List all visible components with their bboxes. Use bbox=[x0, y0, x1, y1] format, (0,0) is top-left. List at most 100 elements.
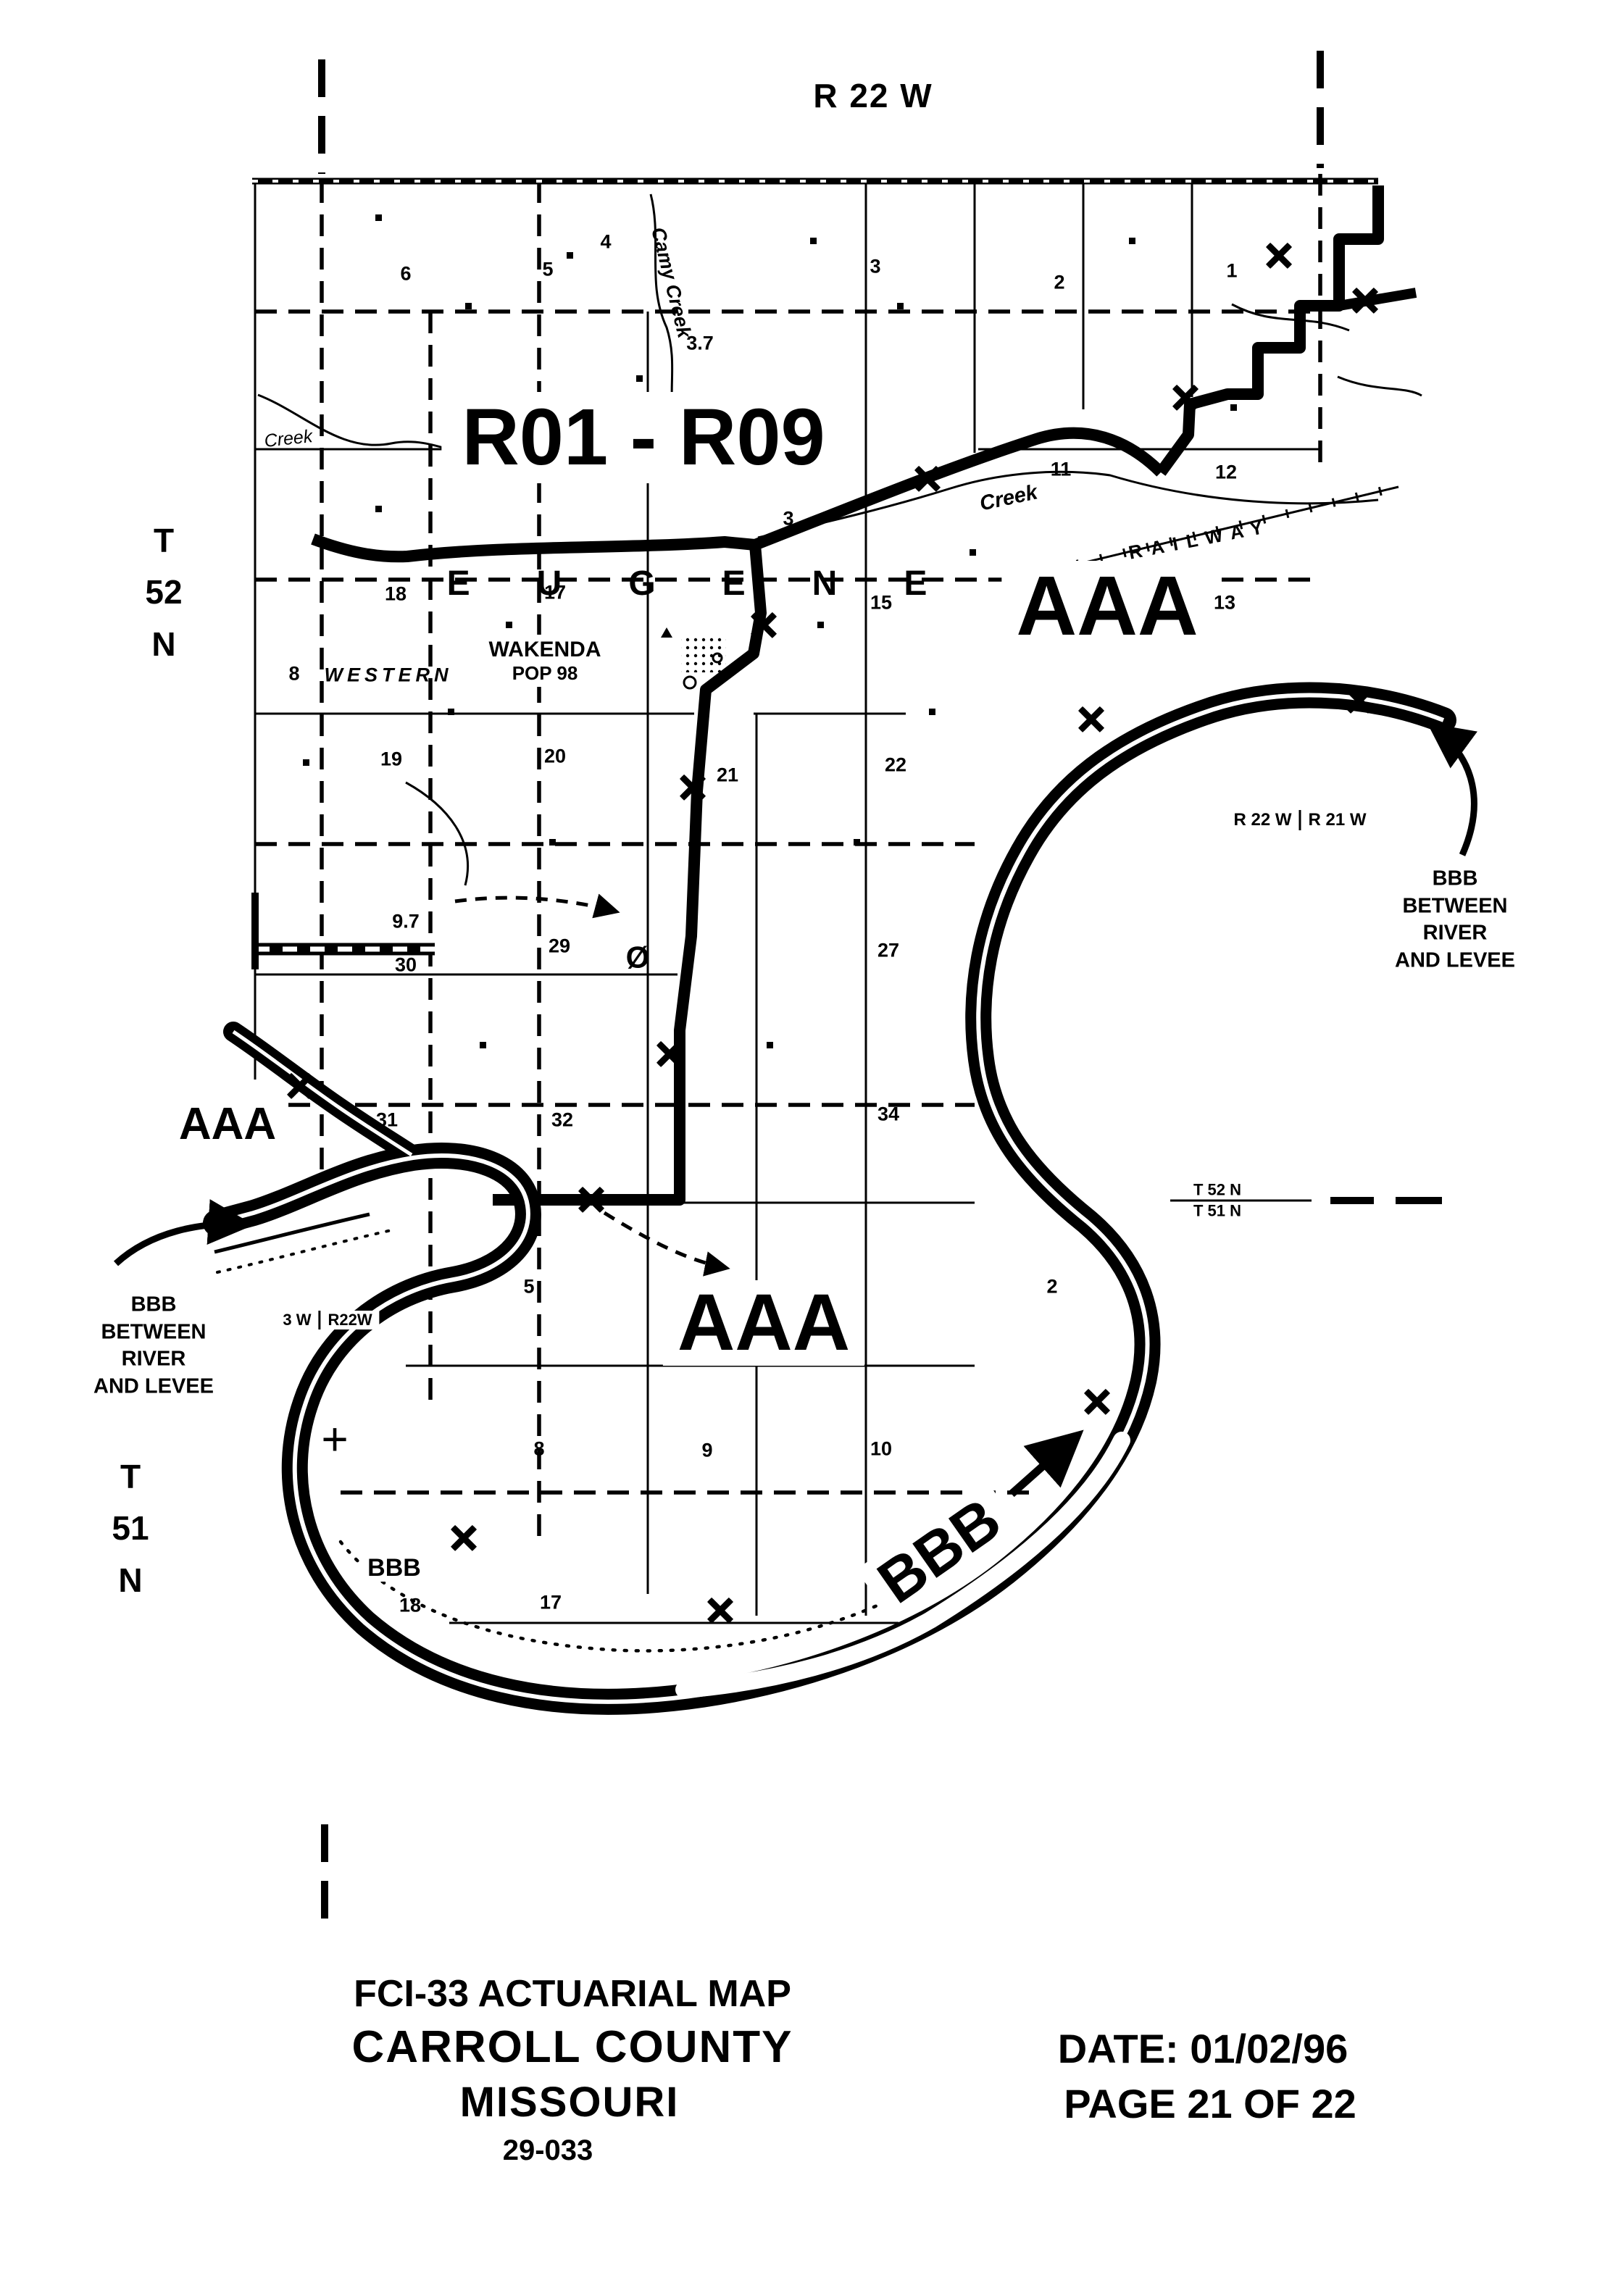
bbb-annotation-left: BBB BETWEEN RIVER AND LEVEE bbox=[93, 1292, 214, 1401]
river bbox=[203, 682, 1456, 1715]
range-3w: 3 W bbox=[283, 1311, 312, 1329]
section-number: 6 bbox=[400, 262, 412, 285]
footer-county: CARROLL COUNTY bbox=[351, 2022, 793, 2072]
section-number: 19 bbox=[380, 748, 403, 770]
township-name-eugene: EUGENE bbox=[446, 564, 994, 603]
section-number: 20 bbox=[543, 745, 567, 767]
footer-county-code: 29-033 bbox=[502, 2134, 593, 2166]
risk-zone-r01-r09: R01 - R09 bbox=[441, 392, 846, 483]
town-symbols bbox=[661, 627, 726, 690]
section-number: 13 bbox=[1213, 591, 1236, 614]
section-number: 9 bbox=[701, 1439, 713, 1461]
section-number: 8 bbox=[288, 662, 300, 685]
range-r21w: R 21 W bbox=[1298, 810, 1374, 830]
township-t51n-left: T 51 N bbox=[112, 1451, 149, 1606]
meridian-dashes bbox=[318, 51, 1324, 1919]
annotation-arrows bbox=[113, 722, 1477, 1498]
x-mark: × bbox=[1074, 695, 1109, 743]
section-number: 2 bbox=[1054, 271, 1065, 293]
range-label-top: R 22 W bbox=[813, 77, 933, 114]
section-number: 17 bbox=[543, 581, 567, 604]
township-t51n-number: 51 bbox=[112, 1509, 149, 1548]
section-number: 15 bbox=[870, 591, 893, 614]
heavy-dashed-road bbox=[251, 893, 435, 969]
wakenda-pop: POP 98 bbox=[512, 662, 578, 684]
x-mark: × bbox=[703, 1586, 738, 1634]
risk-zone-aaa-right: AAA bbox=[1001, 561, 1213, 651]
section-number: 9.7 bbox=[392, 910, 420, 932]
section-number: 22 bbox=[884, 753, 907, 776]
x-mark: × bbox=[574, 1175, 609, 1223]
wakenda-name: WAKENDA bbox=[488, 638, 601, 661]
bbb-annot-line: AND LEVEE bbox=[1395, 948, 1515, 972]
bbb-annot-line: BBB bbox=[1432, 867, 1478, 890]
township-t51n-letter-n: N bbox=[118, 1561, 143, 1599]
section-number: 5 bbox=[542, 258, 554, 280]
wakenda-town-label: WAKENDA POP 98 bbox=[481, 635, 609, 687]
x-mark: × bbox=[675, 763, 710, 811]
footer-map-title: FCI-33 ACTUARIAL MAP bbox=[354, 1973, 791, 2015]
x-mark: × bbox=[446, 1514, 481, 1561]
section-number: 29 bbox=[548, 935, 571, 957]
x-mark: × bbox=[1080, 1377, 1114, 1425]
x-mark: × bbox=[1262, 231, 1296, 279]
section-number: 12 bbox=[1214, 461, 1238, 483]
x-mark: × bbox=[652, 1030, 687, 1077]
section-number: 4 bbox=[600, 230, 612, 253]
section-number: 32 bbox=[551, 1109, 574, 1131]
township-t52n-letter: T bbox=[153, 522, 175, 560]
township-line-label-right: T 52 N T 51 N bbox=[1185, 1180, 1249, 1221]
section-number: 3 bbox=[783, 507, 794, 530]
section-number: 31 bbox=[375, 1109, 399, 1131]
section-number: 11 bbox=[1050, 458, 1072, 480]
bbb-annot-line: AND LEVEE bbox=[93, 1374, 214, 1398]
section-number: 3.7 bbox=[686, 332, 714, 354]
x-mark: × bbox=[910, 454, 945, 502]
section-number: 27 bbox=[877, 939, 900, 961]
dashed-arrows bbox=[454, 893, 730, 1277]
risk-boundary-lines bbox=[311, 185, 1417, 1206]
section-number: 10 bbox=[870, 1437, 893, 1460]
section-number: 30 bbox=[394, 953, 417, 976]
null-section-symbol: Ø bbox=[625, 940, 650, 974]
township-t51n-letter: T bbox=[120, 1458, 141, 1496]
section-number: 5 bbox=[523, 1275, 535, 1298]
range-pair-right: R 22 W R 21 W bbox=[1226, 810, 1374, 830]
x-mark: × bbox=[1348, 276, 1383, 324]
township-t52n-number: 52 bbox=[145, 573, 183, 611]
section-number: 21 bbox=[716, 764, 739, 786]
risk-zone-bbb-small: BBB bbox=[362, 1554, 427, 1582]
risk-zone-aaa-left: AAA bbox=[170, 1101, 285, 1148]
bbb-annot-line: RIVER bbox=[1422, 922, 1488, 945]
x-mark: × bbox=[1168, 373, 1203, 421]
risk-zone-aaa-center: AAA bbox=[662, 1280, 865, 1366]
t51n-right: T 51 N bbox=[1185, 1199, 1249, 1221]
section-number: 8 bbox=[533, 1437, 545, 1460]
footer-date: DATE: 01/02/96 bbox=[1057, 2026, 1348, 2071]
bbb-annot-line: BBB bbox=[130, 1293, 177, 1316]
section-number: 18 bbox=[384, 583, 407, 605]
range-pair-left: 3 W R22W bbox=[275, 1311, 380, 1329]
section-number: 34 bbox=[877, 1103, 900, 1125]
section-number: 18 bbox=[399, 1594, 422, 1616]
section-number: 3 bbox=[870, 255, 881, 277]
x-mark: × bbox=[1342, 676, 1377, 724]
section-number: 2 bbox=[1046, 1275, 1058, 1298]
western-label: WESTERN bbox=[324, 664, 453, 686]
bbb-annot-line: BETWEEN bbox=[101, 1320, 207, 1344]
x-mark: × bbox=[283, 1061, 317, 1109]
range-r22w-left: R22W bbox=[318, 1311, 380, 1329]
township-t52n-letter-n: N bbox=[151, 625, 176, 663]
section-number: 17 bbox=[539, 1591, 562, 1614]
plus-symbol: + bbox=[321, 1413, 349, 1465]
footer-page: PAGE 21 OF 22 bbox=[1064, 2081, 1356, 2126]
t52n-right: T 52 N bbox=[1193, 1180, 1242, 1199]
range-r22w: R 22 W bbox=[1233, 810, 1292, 830]
township-t52n-left: T 52 N bbox=[145, 515, 182, 670]
section-number: 1 bbox=[1226, 259, 1238, 282]
section-grid bbox=[254, 181, 1319, 1624]
x-mark: × bbox=[746, 601, 781, 648]
bbb-annot-line: BETWEEN bbox=[1402, 894, 1508, 918]
bbb-annot-line: RIVER bbox=[121, 1348, 186, 1371]
